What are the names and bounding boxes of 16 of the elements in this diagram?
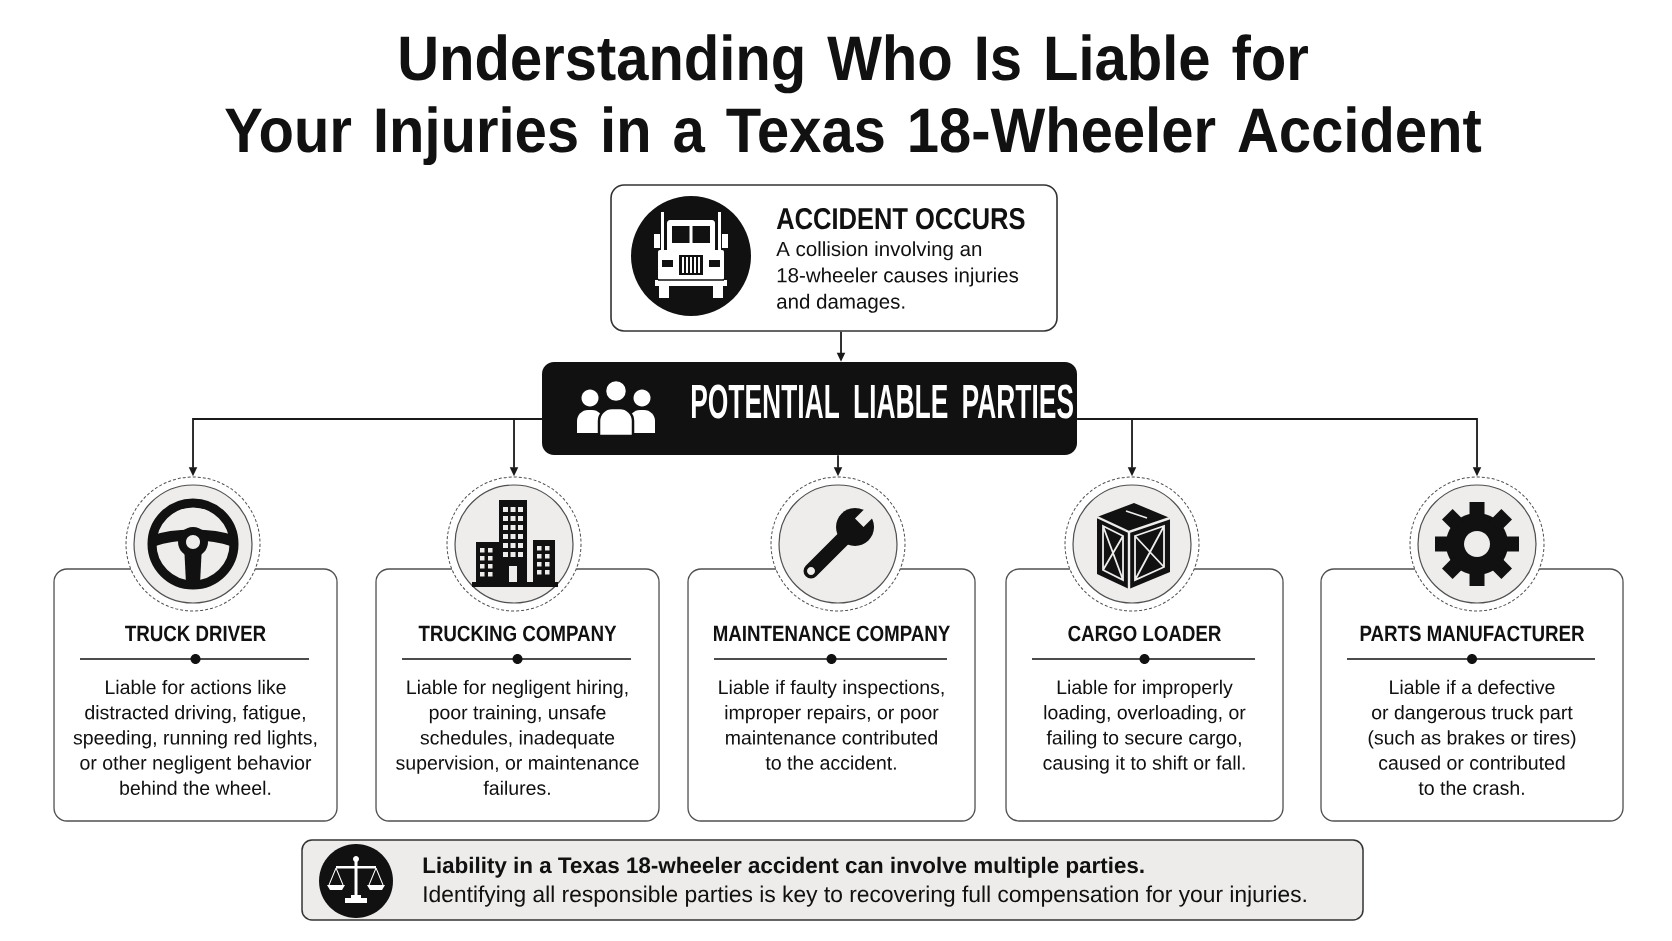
title: Understanding Who Is Liable for Your Injuries in a Texas 18-Wheeler Accident [225,34,1482,166]
note-heading: Liability in a Texas 18-wheeler accident can involve multiple parties. [423,856,1144,878]
card-text: Liable if faulty inspections, improper repairs, or poor maintenance contributed to the accident. [719,679,944,770]
box-text: A collision involving an 18-wheeler causes injuries and damages. [776,241,1019,313]
card-text: Liable for negligent hiring, poor training, unsafe schedules, inadequate supervision, or maintenance failures. [396,679,639,795]
bar-heading: POTENTIAL LIABLE PARTIES [692,384,1073,419]
card-heading: CARGO LOADER [1068,625,1221,642]
card-heading: TRUCKING COMPANY [418,625,617,642]
box-heading: ACCIDENT OCCURS [776,208,1025,230]
note-text: Identifying all responsible parties is key to recovering full compensation for your injuries. [424,885,1306,907]
card-heading: MAINTENANCE COMPANY [714,625,950,642]
card-heading: PARTS MANUFACTURER [1360,625,1585,642]
card-text: Liable for actions like distracted driving, fatigue, speeding, running red lights, or other negligent behavior behind the wheel. [73,679,317,795]
card-text: Liable if a defective or dangerous truck part (such as brakes or tires) caused or contributed to the crash. [1368,679,1576,795]
card-text: Liable for improperly loading, overloading, or failing to secure cargo, causing it to shift or fall. [1043,679,1246,774]
card-heading: TRUCK DRIVER [125,625,266,642]
